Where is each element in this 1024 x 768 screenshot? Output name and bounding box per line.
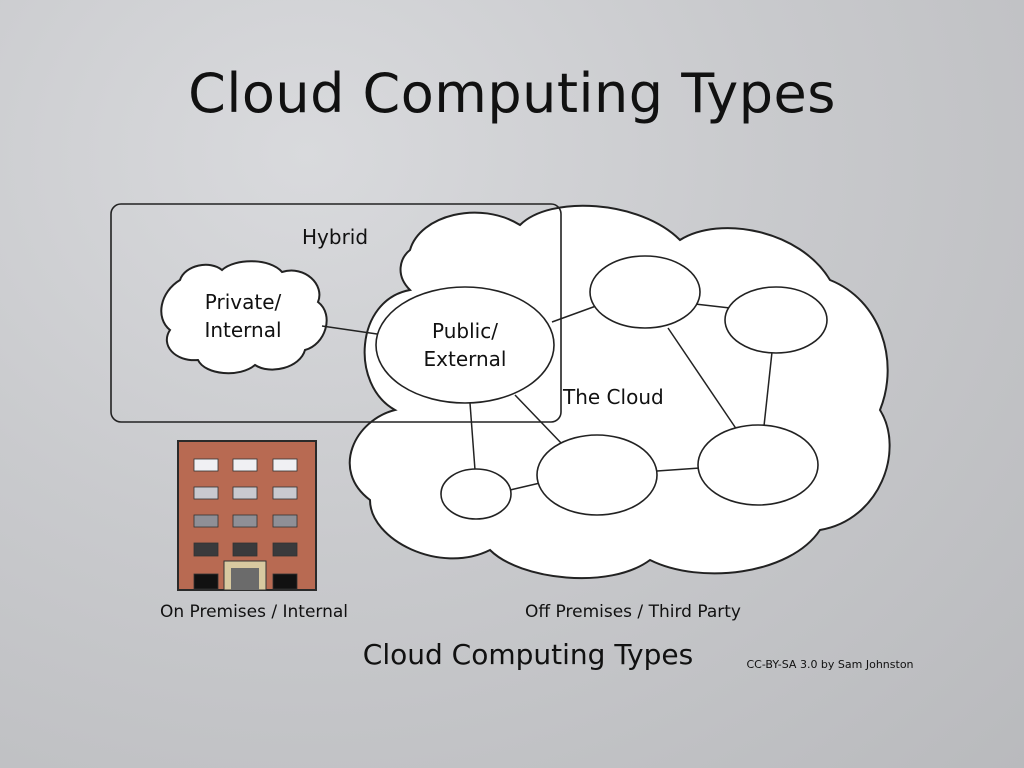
public-label-line2: External	[424, 347, 507, 371]
private-label-line1: Private/	[205, 290, 282, 314]
connection-lines	[321, 303, 773, 491]
cloud-nodes	[375, 255, 828, 520]
cloud-node-top	[589, 255, 701, 329]
off-premises-caption: Off Premises / Third Party	[525, 602, 741, 622]
cloud-node-bottom-right	[697, 424, 819, 506]
building-icon	[177, 440, 317, 591]
the-cloud-label: The Cloud	[562, 385, 664, 409]
credit-text: CC-BY-SA 3.0 by Sam Johnston	[746, 658, 913, 671]
figure-title: Cloud Computing Types	[363, 638, 693, 671]
private-label-line2: Internal	[204, 318, 281, 342]
public-label-line1: Public/	[432, 319, 498, 343]
cloud-node-bottom-center	[536, 434, 658, 516]
cloud-node-bottom-left	[440, 468, 512, 520]
hybrid-label: Hybrid	[302, 225, 368, 249]
cloud-node-right	[724, 286, 828, 354]
slide-title: Cloud Computing Types	[188, 62, 836, 125]
private-cloud-shape	[160, 260, 328, 375]
hybrid-boundary	[110, 203, 562, 423]
public-node	[375, 286, 555, 404]
on-premises-caption: On Premises / Internal	[160, 602, 348, 622]
